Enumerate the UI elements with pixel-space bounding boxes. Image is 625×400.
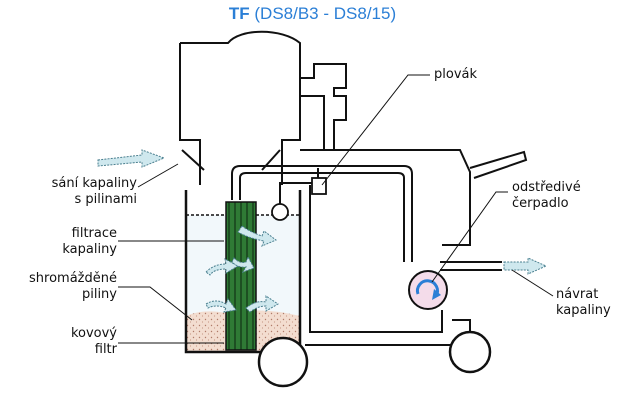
separator-housing [179,30,301,185]
handle [469,150,528,179]
leader-pump [431,191,508,283]
leader-float [321,74,430,186]
inlet-arrow [97,149,166,168]
pipe-outer [231,165,413,262]
wheel-left [257,336,309,388]
leader-inlet [137,163,179,188]
frame-top [300,149,471,246]
label-filtration: filtrace kapaliny [62,226,117,257]
flow-arrow-3 [231,255,255,273]
flow-arrow-5 [245,295,279,313]
flow-arrow-2 [205,258,240,276]
label-return: návrat kapaliny [556,287,611,318]
label-pump: odstředivé čerpadlo [512,180,581,211]
title-model: (DS8/B3 - DS8/15) [254,4,397,23]
return-arrow [503,257,548,275]
flow-arrow-4 [205,297,237,313]
leader-return [511,269,554,297]
tank [184,190,302,354]
label-metal-filter: kovový filtr [70,326,117,357]
flow-arrows [97,149,548,313]
label-inlet: sání kapaliny s pilinami [51,176,137,207]
pump-arrowhead [432,289,441,300]
label-chips: shromážděné piliny [29,271,117,302]
flow-arrow-1 [237,225,277,247]
pipework [231,165,502,271]
frame-side [309,185,443,333]
title-prefix: TF [228,4,250,23]
float-box [311,177,327,195]
return-pipe [440,261,502,271]
label-float: plovák [434,67,478,82]
pump-impeller-arrow [415,279,439,297]
diagram-title: TF (DS8/B3 - DS8/15) [0,4,625,24]
motor-box [299,63,347,151]
pipe-inner [239,172,405,262]
pump-housing [408,270,448,310]
wheel-right [448,330,492,374]
inlet-slant-left [181,149,205,171]
leader-lines [118,74,554,344]
float-rod [279,168,319,206]
filter-cartridge [225,201,257,351]
leader-chips [118,286,193,321]
float-ball [271,203,289,221]
